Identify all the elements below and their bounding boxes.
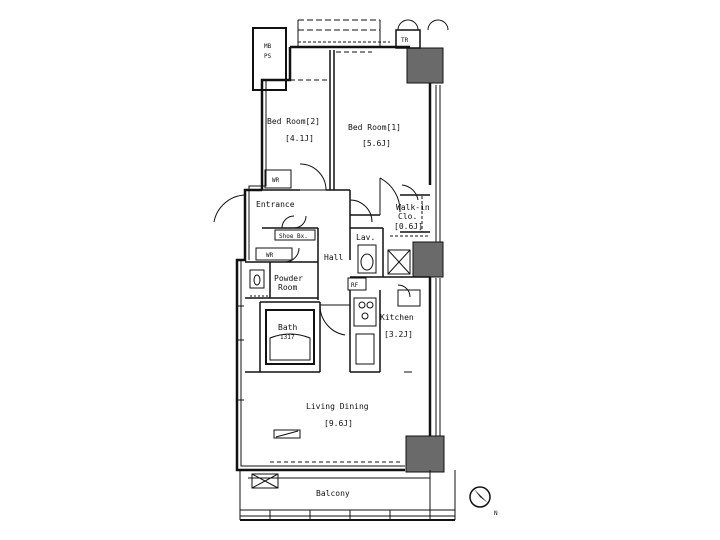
tr-room [395, 29, 421, 49]
bath-tub-inner [269, 333, 311, 361]
hall-name: Hall [324, 253, 343, 262]
outdoor-unit-arcs [397, 19, 449, 31]
lav-basin [360, 253, 374, 271]
tr-label: TR [401, 37, 409, 44]
right-window-lines [435, 85, 441, 436]
wr-hall [255, 247, 293, 261]
kitchen-cooktop [353, 297, 377, 327]
balcony-name: Balcony [316, 489, 350, 498]
living-wall-ticks [238, 305, 412, 401]
burner-1 [358, 301, 366, 309]
balcony [239, 470, 456, 521]
walkin-shelves [390, 196, 430, 237]
door-walkin [401, 184, 419, 201]
lav-washer [357, 244, 377, 274]
column-bottom-right [405, 435, 445, 473]
burner-3 [361, 312, 369, 320]
rf-box [347, 277, 367, 291]
bedroom2-size: [4.1J] [285, 134, 314, 143]
powder-toilet [253, 274, 261, 286]
kitchen-name: Kitchen [380, 313, 414, 322]
bedroom2-name: Bed Room[2] [267, 117, 320, 126]
living-name: Living Dining [306, 402, 369, 411]
balcony-outdoor-unit [251, 473, 279, 489]
powder-line1: Powder [274, 274, 303, 283]
floor-heating-marker [273, 429, 301, 439]
ps-label: PS [264, 53, 272, 60]
door-kitchen-store [397, 284, 411, 298]
walkin-line2: Clo. [398, 212, 417, 221]
structural-columns [405, 47, 445, 473]
bath-line2: 1317 [280, 334, 295, 341]
walkin-size: [0.6J] [394, 222, 423, 231]
kitchen-fridge [397, 289, 421, 307]
wr-bedroom2-label: WR [272, 177, 280, 184]
burner-2 [366, 301, 374, 309]
bedroom1-name: Bed Room[1] [348, 123, 401, 132]
bedroom1-size: [5.6J] [362, 139, 391, 148]
kitchen-size: [3.2J] [384, 330, 413, 339]
lav-name: Lav. [356, 233, 375, 242]
shoe-box-label: Shoe Bx. [279, 233, 308, 240]
rf-label: RF [351, 282, 359, 289]
door-bedroom2 [299, 163, 327, 191]
door-entrance [213, 194, 246, 228]
north-arrow-icon [474, 489, 488, 503]
top-windows [290, 19, 390, 81]
powder-sink [249, 269, 265, 289]
exterior-wall-thin [240, 80, 405, 467]
shoe-box [274, 229, 316, 241]
mb-label: MB [264, 43, 272, 50]
entrance-name: Entrance [256, 200, 295, 209]
door-swings [213, 163, 419, 336]
powder-line2: Room [278, 283, 297, 292]
kitchen-sink [355, 333, 375, 365]
wr-bedroom2 [264, 169, 292, 189]
north-arrow: N [469, 486, 498, 517]
interior-walls [245, 50, 430, 373]
mb-ps-box [252, 27, 287, 91]
bath-tub [265, 309, 315, 365]
column-top-right [406, 47, 444, 84]
north-label: N [494, 510, 498, 517]
storage-box [387, 249, 411, 275]
door-shoe [281, 215, 307, 229]
column-mid-right [412, 241, 444, 278]
door-living [319, 304, 350, 336]
bath-line1: Bath [278, 323, 297, 332]
wr-hall-label: WR [266, 252, 274, 259]
living-size: [9.6J] [324, 419, 353, 428]
walkin-line1: Walk-in [396, 203, 430, 212]
door-lav [349, 199, 373, 223]
door-bedroom1 [379, 177, 401, 215]
balcony-rail-posts [269, 510, 431, 520]
door-powder [284, 247, 300, 263]
